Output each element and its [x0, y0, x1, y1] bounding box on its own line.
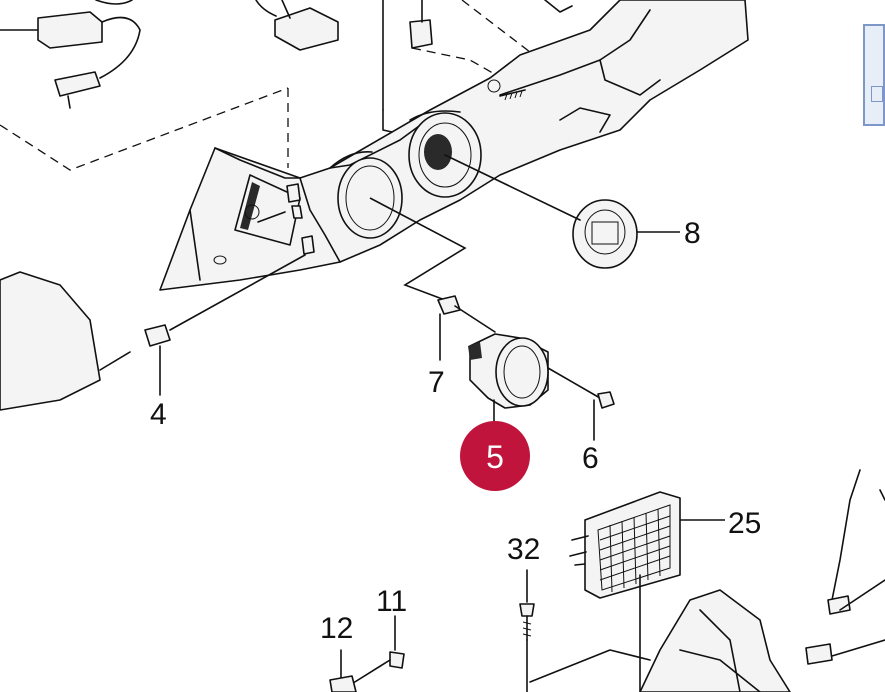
- part-5-gauge-bezel: [468, 333, 549, 426]
- part-25-grille: [569, 491, 725, 599]
- callout-6: 6: [582, 442, 599, 475]
- lower-console-panel: [529, 469, 885, 692]
- callout-11: 11: [376, 585, 407, 618]
- instrument-panel-housing: [159, 0, 749, 291]
- callout-5: 5: [486, 439, 504, 475]
- thumbnail-preview[interactable]: [863, 24, 885, 126]
- subassembly-bracket: [369, 197, 467, 301]
- part-11-screw: [349, 615, 405, 686]
- part-12-clip: [329, 649, 357, 692]
- callout-32: 32: [507, 533, 540, 566]
- callout-7: 7: [428, 366, 445, 399]
- highlighted-callout-5[interactable]: 5: [460, 421, 530, 491]
- thumbnail-marker: [871, 86, 883, 102]
- part-32-screw: [519, 569, 535, 692]
- part-4-clip: [0, 254, 306, 411]
- callout-8: 8: [684, 217, 701, 250]
- callout-12: 12: [320, 612, 353, 645]
- part-8-bezel-ring: [444, 154, 680, 269]
- highlight-badge[interactable]: [460, 421, 530, 491]
- callout-labels: 4 7 6 8 25 32 11 12: [150, 217, 761, 645]
- callout-25: 25: [728, 507, 761, 540]
- part-6-screw: [547, 367, 615, 441]
- callout-4: 4: [150, 398, 167, 431]
- part-7-clip: [437, 295, 496, 361]
- wiring-harness: [0, 0, 573, 109]
